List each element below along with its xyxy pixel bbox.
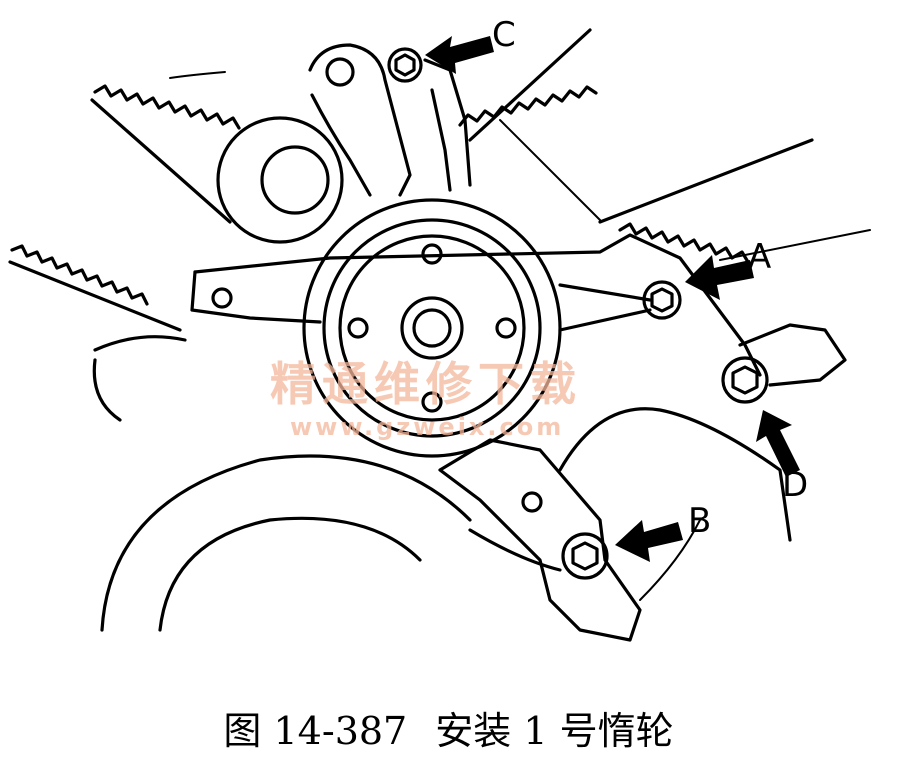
arrow-d [756,410,800,477]
figure-number: 图 14-387 [223,709,408,753]
figure-caption: 图 14-387 安装 1 号惰轮 [0,700,897,755]
bolt-c [387,47,423,83]
bolt-d [721,356,769,404]
arrow-a [685,255,754,300]
timing-belt-left [8,244,182,332]
crankshaft-pulley [100,454,472,632]
arrow-b [615,520,683,562]
idler-bracket [190,233,847,642]
no1-idler-pulley [302,198,562,458]
bolt-a [642,280,682,320]
watermark-chinese: 精通维修下载 [270,357,582,411]
bolt-b [561,532,609,580]
timing-belt-upper-right [458,28,598,142]
arrow-c [425,36,494,74]
callout-label-c: C [492,15,516,55]
callout-label-b: B [688,501,711,541]
engine-cover-outline [92,119,792,601]
callout-label-a: A [748,237,771,277]
timing-belt-right [598,138,871,264]
callout-label-d: D [782,465,808,505]
upper-left-pulley [169,71,344,244]
timing-belt-upper-left [90,84,241,224]
upper-mounting-arm [308,43,472,197]
figure-title: 安装 1 号惰轮 [435,709,674,753]
watermark-url: www.gzweix.com [290,413,564,441]
